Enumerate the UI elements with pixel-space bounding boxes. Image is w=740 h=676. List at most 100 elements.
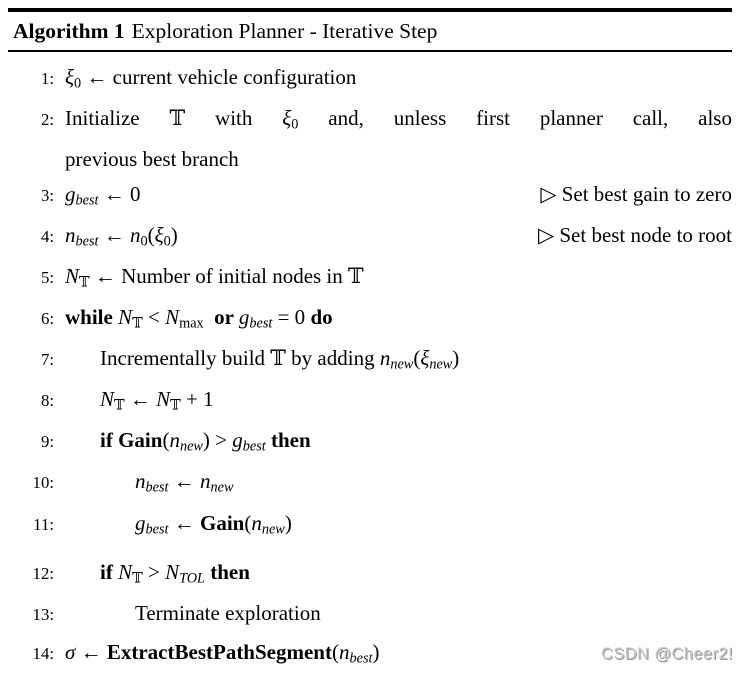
text-segment: N [165, 304, 180, 329]
line-number: 11: [33, 514, 54, 534]
text-segment: best [145, 521, 169, 538]
algo-line: 12:if N𝕋 > NTOL then [8, 555, 732, 596]
blackboard-T-symbol: 𝕋 [132, 315, 143, 332]
blackboard-T-symbol: 𝕋 [348, 263, 364, 288]
text-segment: ExtractBestPathSegment [106, 640, 332, 665]
algo-line: 5:N𝕋 ← Number of initial nodes in 𝕋 [8, 259, 732, 300]
text-segment: ) [170, 222, 178, 247]
algo-line: 7:Incrementally build 𝕋 by adding nnew(ξ… [8, 341, 732, 382]
text-segment: Incrementally build [100, 346, 271, 371]
text-segment: Initialize [65, 106, 170, 131]
text-segment: ( [162, 428, 170, 453]
algorithm-label: Algorithm 1 [13, 19, 125, 43]
line-content: nbest ← n0(ξ0) [54, 218, 528, 259]
line-content: if N𝕋 > NTOL then [54, 555, 732, 596]
text-segment: g [65, 181, 76, 206]
text-segment: ← [124, 387, 157, 412]
line-number: 13: [32, 604, 54, 624]
text-segment: 0 [291, 116, 299, 133]
text-segment: ← [75, 640, 107, 665]
text-segment: then [265, 428, 311, 453]
text-segment: new [390, 356, 414, 373]
algo-line: 11:gbest ← Gain(nnew) [8, 506, 732, 547]
text-segment: new [429, 356, 453, 373]
blackboard-T-symbol: 𝕋 [114, 397, 125, 414]
text-segment: ← [168, 469, 200, 494]
line-content: N𝕋 ← N𝕋 + 1 [54, 382, 732, 423]
text-segment: ) > [202, 428, 233, 453]
text-segment: + 1 [180, 387, 214, 412]
text-segment: N [65, 263, 80, 288]
text-segment: N [165, 559, 180, 584]
text-segment: n [135, 469, 146, 494]
algo-line: 2:Initialize 𝕋 with ξ0 and, unless first… [8, 101, 732, 142]
line-content: σ ← ExtractBestPathSegment(nbest) [54, 635, 732, 676]
line-number: 12: [32, 563, 54, 583]
text-segment: Gain [118, 428, 163, 453]
text-segment: ξ [282, 106, 292, 131]
algo-line: 6:while N𝕋 < Nmax or gbest = 0 do [8, 300, 732, 341]
text-segment: previous best branch [65, 147, 239, 172]
text-segment: ξ [65, 65, 74, 89]
text-segment: g [135, 510, 146, 535]
text-segment: ← Number of initial nodes in [89, 263, 349, 288]
line-content: ξ0 ← current vehicle configuration [54, 60, 732, 101]
text-segment: ← current vehicle configuration [81, 65, 357, 89]
text-segment: < [142, 304, 166, 329]
text-segment: n [169, 428, 180, 453]
text-segment: ) [452, 346, 460, 371]
text-segment: 0 [163, 233, 171, 250]
text-segment: TOL [179, 570, 205, 587]
text-segment: new [210, 480, 234, 497]
text-segment: ξ [154, 222, 164, 247]
line-content: previous best branch [54, 142, 732, 176]
line-content: nbest ← nnew [54, 464, 732, 505]
text-segment: new [261, 521, 285, 538]
text-segment: ← 0 [98, 181, 141, 206]
algo-line: 8:N𝕋 ← N𝕋 + 1 [8, 382, 732, 423]
text-segment: best [75, 192, 99, 209]
algo-line: 14:σ ← ExtractBestPathSegment(nbest) [8, 635, 732, 676]
line-number: 5: [40, 267, 54, 287]
text-segment: N [156, 387, 171, 412]
algo-line-continuation: previous best branch [8, 142, 732, 176]
line-comment: ▷ Set best node to root [537, 222, 732, 247]
text-segment: 0 [74, 75, 82, 92]
text-segment: best [75, 233, 99, 250]
text-segment: best [145, 480, 169, 497]
text-segment: Gain [199, 510, 245, 535]
text-segment: best [242, 438, 266, 455]
text-segment: best [249, 315, 273, 332]
text-segment: n [379, 346, 391, 371]
text-segment: 0 [140, 233, 148, 250]
text-segment: do [310, 304, 333, 329]
text-segment: ) [284, 510, 292, 535]
text-segment: or [214, 304, 239, 329]
line-content: gbest ← 0 [54, 177, 530, 218]
text-segment: ← [98, 222, 130, 247]
text-segment: n [199, 469, 211, 494]
line-number: 9: [40, 432, 54, 452]
text-segment: > [142, 559, 166, 584]
line-number: 3: [40, 185, 54, 205]
line-content: gbest ← Gain(nnew) [54, 506, 732, 547]
text-segment: max [179, 315, 204, 332]
line-number: 8: [40, 391, 54, 411]
algorithm-title: Exploration Planner - Iterative Step [131, 19, 438, 43]
line-comment: ▷ Set best gain to zero [540, 181, 732, 206]
text-segment: g [238, 304, 250, 329]
text-segment: n [338, 640, 350, 665]
algo-line: 4:nbest ← n0(ξ0)▷ Set best node to root [8, 218, 732, 259]
algo-line: 10:nbest ← nnew [8, 464, 732, 505]
text-segment: ( [413, 346, 421, 371]
line-content: while N𝕋 < Nmax or gbest = 0 do [54, 300, 732, 341]
line-number: 6: [40, 308, 54, 328]
text-segment: with [185, 106, 283, 131]
text-segment: σ [65, 640, 76, 665]
line-number: 1: [40, 69, 54, 88]
watermark: CSDN @Cheer2! [601, 645, 733, 663]
text-segment: new [179, 438, 203, 455]
